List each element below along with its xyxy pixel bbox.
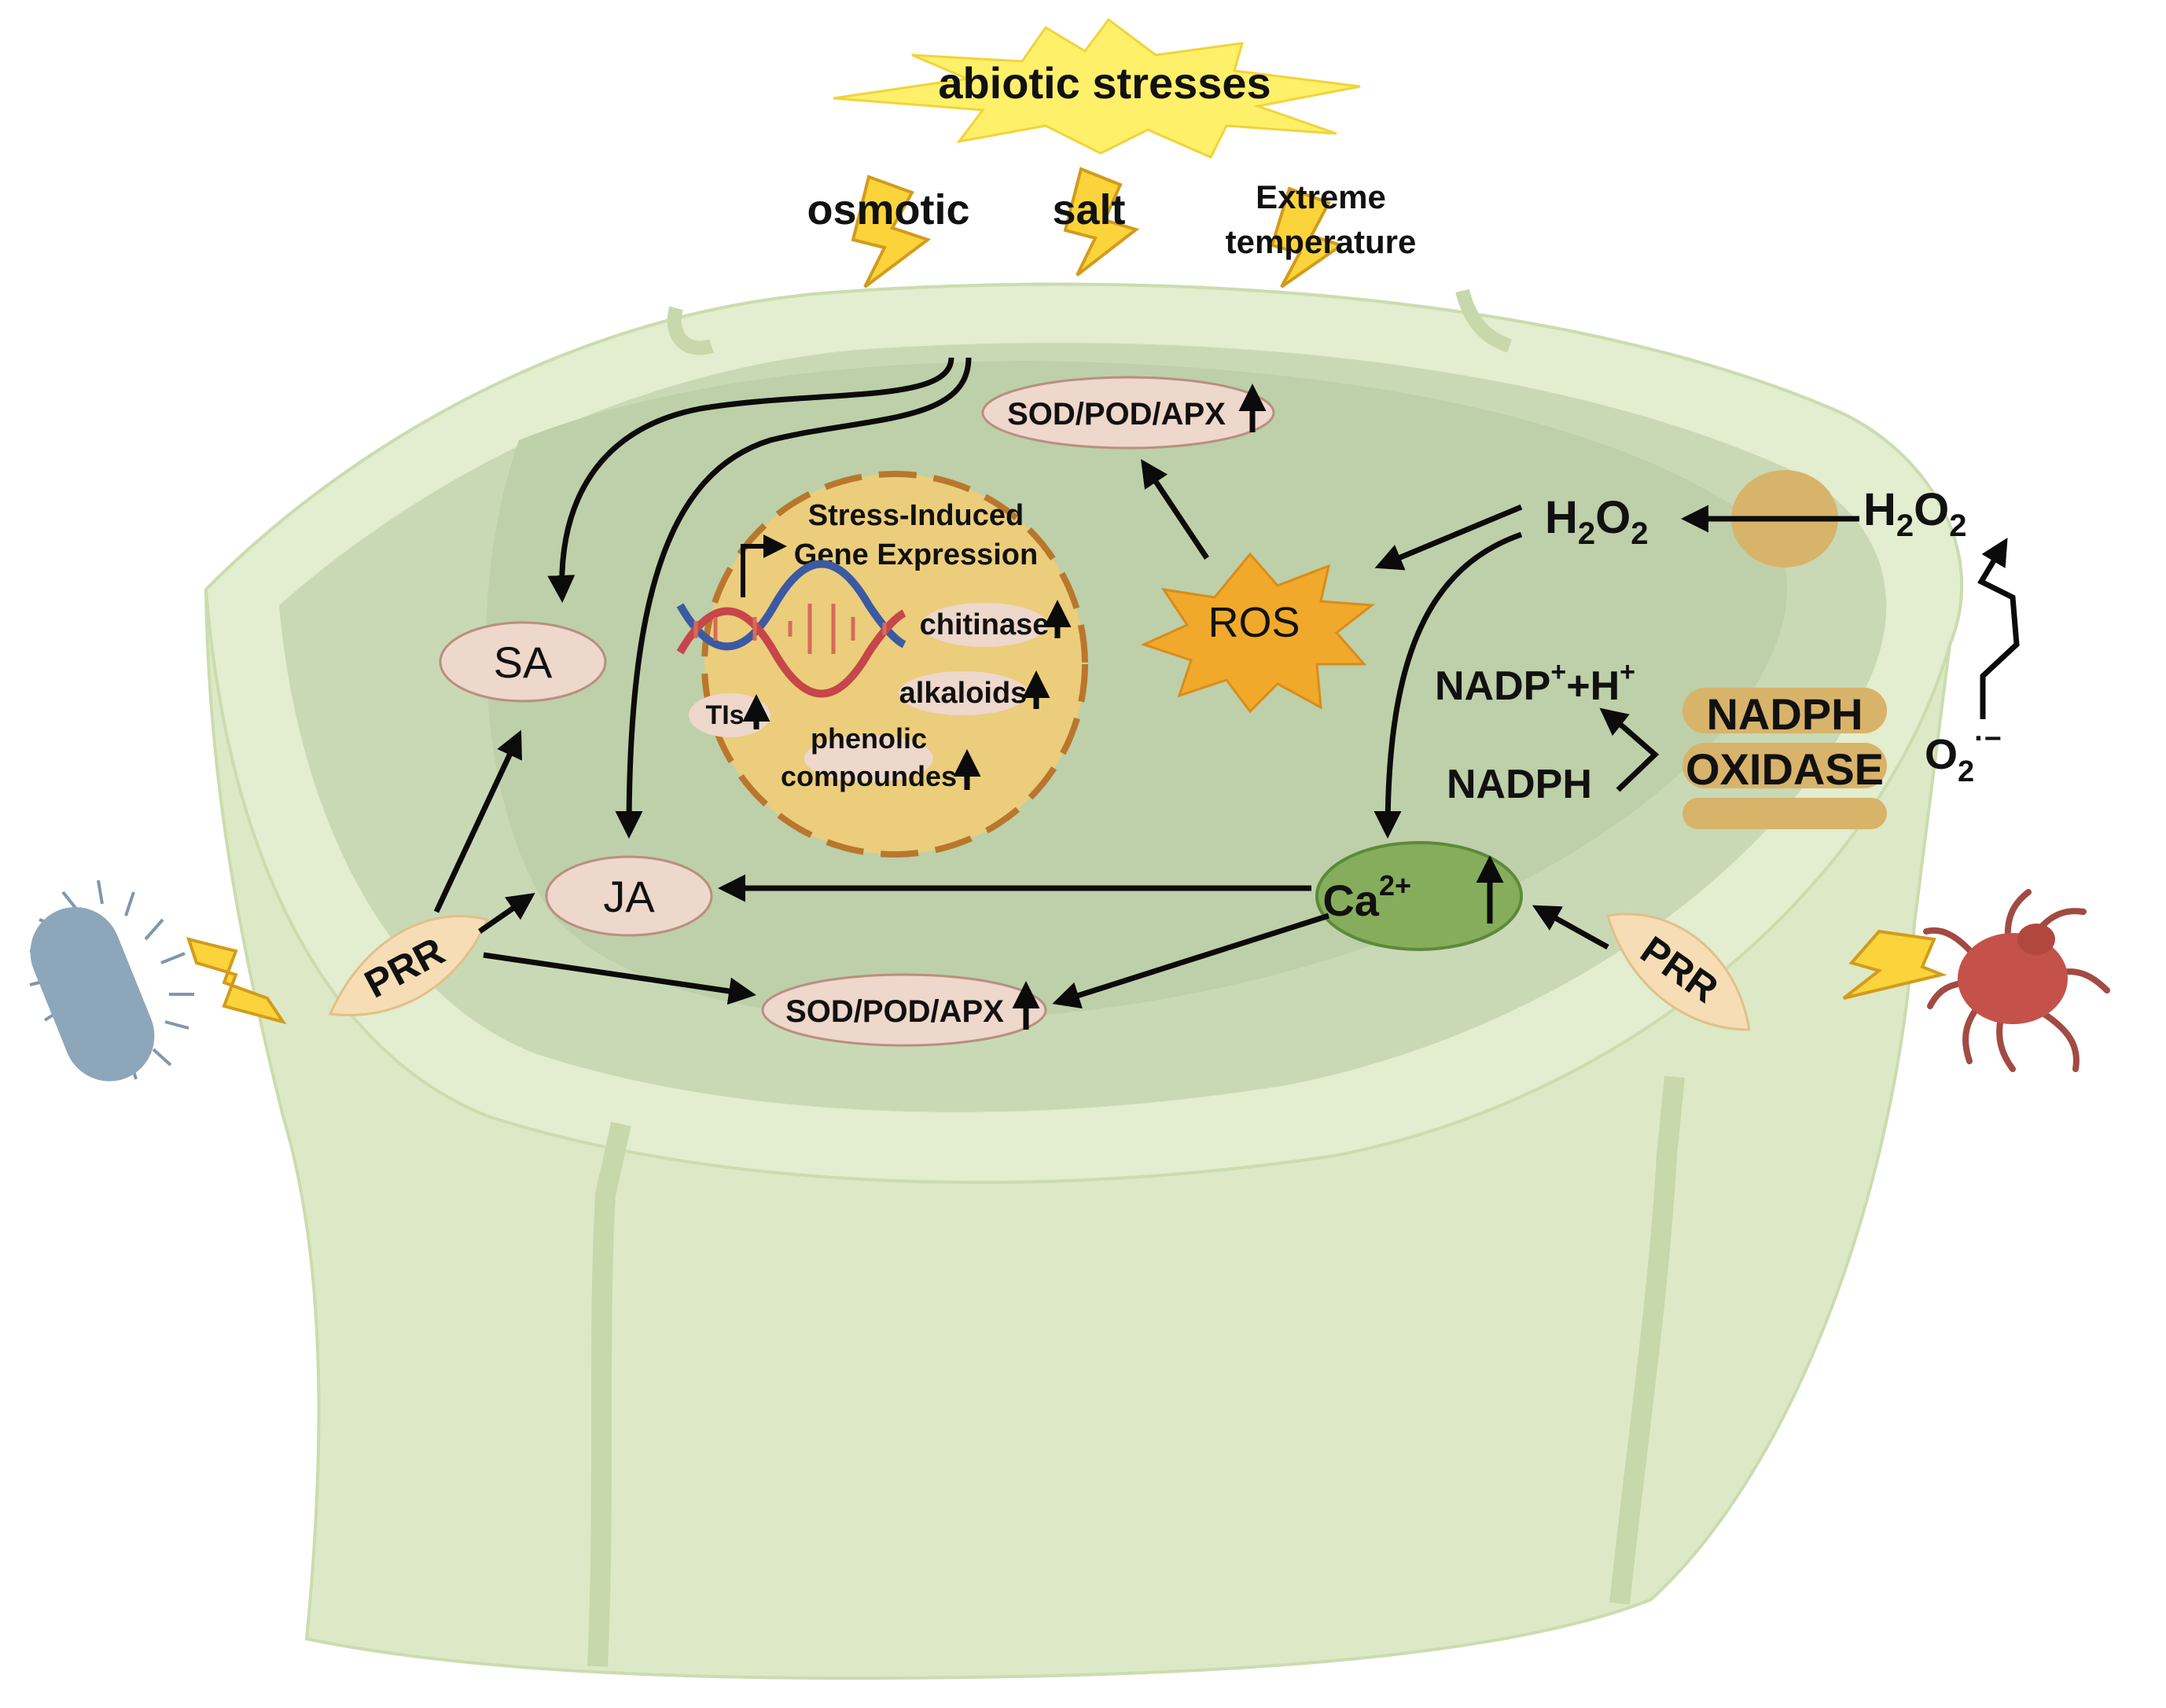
phenolic-label-line2: compoundes bbox=[781, 760, 957, 792]
arrow-h2o2-ros bbox=[1374, 504, 1523, 571]
superoxide-label: O2·− bbox=[1925, 722, 2002, 788]
oxidase-band-1 bbox=[1682, 688, 1887, 733]
abiotic-stress-burst: abiotic stresses bbox=[833, 17, 1361, 159]
arrow-ca-sod bbox=[1052, 913, 1330, 1009]
sod-top-oval bbox=[981, 376, 1275, 450]
chitinase-oval bbox=[921, 603, 1047, 647]
chitinase-label: chitinase bbox=[920, 608, 1050, 641]
wall-groove-right bbox=[1609, 1075, 1685, 1605]
arrow-h2o2-ca bbox=[1374, 531, 1523, 839]
oxidase-label-line2: OXIDASE bbox=[1686, 744, 1884, 794]
sod-top-label: SOD/POD/APX bbox=[1007, 397, 1226, 432]
lightning-icon bbox=[1270, 186, 1345, 288]
arrow-nadph-nadp bbox=[1599, 707, 1660, 792]
alkaloids-label: alkaloids bbox=[899, 677, 1028, 710]
calcium-node: Ca2+ bbox=[1315, 841, 1523, 951]
stress-line-outer bbox=[547, 357, 954, 603]
arrow-ros-sod bbox=[1141, 459, 1209, 560]
nadp-label: NADP++H+ bbox=[1435, 657, 1635, 709]
extreme-temperature-label-line2: temperature bbox=[1226, 223, 1417, 260]
extreme-temperature-label-line1: Extreme bbox=[1256, 178, 1386, 215]
signal-arrows bbox=[433, 357, 2020, 1009]
oxidase-band-2 bbox=[1682, 743, 1887, 788]
abiotic-stress-label: abiotic stresses bbox=[938, 58, 1271, 108]
nadph-oxidase: NADPH OXIDASE bbox=[1682, 688, 1887, 829]
mite-body bbox=[1958, 933, 2068, 1024]
ja-label: JA bbox=[603, 872, 655, 921]
calcium-superscript: 2+ bbox=[1379, 869, 1411, 902]
tis-label: TIs bbox=[705, 700, 744, 730]
bacterium-body bbox=[30, 907, 155, 1082]
wall-notch-right bbox=[1455, 288, 1513, 353]
stress-line-inner bbox=[615, 357, 972, 839]
calcium-oval bbox=[1315, 841, 1523, 951]
arrow-prr-ca bbox=[1532, 905, 1609, 950]
sod-top-node: SOD/POD/APX bbox=[981, 376, 1275, 450]
sa-oval bbox=[439, 621, 607, 703]
arrow-prr-ja bbox=[478, 893, 535, 934]
bacterium-icon bbox=[29, 880, 194, 1082]
arrow-prr-sod bbox=[483, 952, 756, 1005]
ros-node: ROS bbox=[1140, 552, 1375, 714]
gene-expression-title-line1: Stress-Induced bbox=[808, 499, 1024, 532]
phenolic-label-line1: phenolic bbox=[811, 722, 927, 755]
lightning-icon bbox=[1063, 167, 1140, 277]
arrow-o2-h2o2 bbox=[1977, 537, 2020, 719]
sa-label: SA bbox=[494, 637, 553, 687]
ros-starburst bbox=[1140, 552, 1375, 714]
prr-left-shape bbox=[328, 915, 490, 1016]
phenolic-oval bbox=[804, 735, 933, 782]
sa-node: SA bbox=[439, 621, 607, 703]
arrow-prr-sa bbox=[433, 729, 523, 913]
nadph-label: NADPH bbox=[1447, 762, 1592, 807]
h2o2-outside-label: H2O2 bbox=[1863, 484, 1967, 543]
ros-label: ROS bbox=[1208, 599, 1300, 646]
starburst-shape bbox=[833, 17, 1361, 159]
nucleus: Stress-Induced Gene Expression chitinase… bbox=[676, 471, 1088, 858]
wall-groove-left bbox=[587, 1122, 631, 1667]
prr-right-shape bbox=[1606, 913, 1751, 1031]
ja-oval bbox=[545, 855, 713, 937]
alkaloids-oval bbox=[899, 671, 1028, 715]
h2o2-inside-label: H2O2 bbox=[1545, 492, 1649, 551]
lightning-icon bbox=[186, 937, 287, 1025]
sod-bottom-node: SOD/POD/APX bbox=[761, 973, 1047, 1047]
oxidase-label-line1: NADPH bbox=[1706, 689, 1863, 739]
promoter-arrow-icon bbox=[741, 534, 787, 597]
lightning-icon bbox=[851, 174, 932, 288]
lightning-icon bbox=[1842, 929, 1947, 1000]
calcium-label: Ca2+ bbox=[1322, 869, 1411, 925]
lightning-bolts bbox=[186, 167, 1947, 1025]
mite-icon bbox=[1923, 889, 2110, 1072]
osmotic-label: osmotic bbox=[807, 186, 969, 233]
salt-label: salt bbox=[1052, 186, 1125, 233]
mite-head bbox=[2017, 924, 2055, 955]
sod-bottom-label: SOD/POD/APX bbox=[785, 994, 1004, 1029]
sod-bottom-oval bbox=[761, 973, 1047, 1047]
oxidase-band-3 bbox=[1682, 798, 1887, 829]
ja-node: JA bbox=[545, 855, 713, 937]
wall-notch-top bbox=[667, 306, 714, 355]
dna-helix-icon bbox=[676, 560, 906, 698]
